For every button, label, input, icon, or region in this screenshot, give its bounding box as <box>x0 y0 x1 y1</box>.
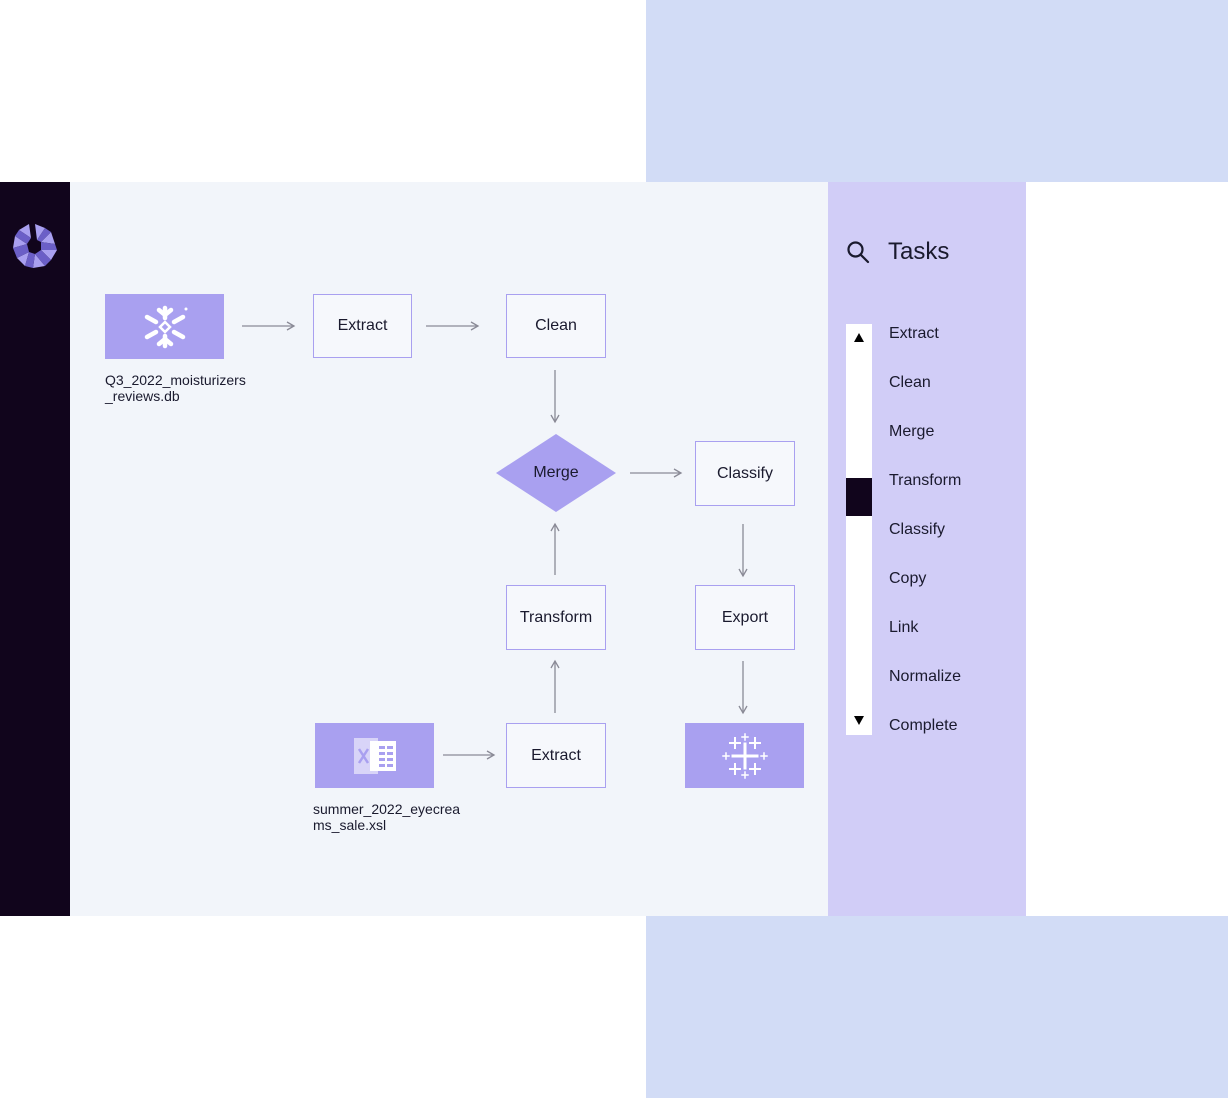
aperture-logo-icon[interactable] <box>11 222 59 270</box>
task-item-merge[interactable]: Merge <box>889 423 935 440</box>
task-item-copy[interactable]: Copy <box>889 570 927 587</box>
tasks-scrollbar[interactable] <box>846 324 872 735</box>
merge-node-label: Merge <box>533 464 579 481</box>
transform-node[interactable]: Transform <box>506 585 606 650</box>
scroll-down-button[interactable] <box>846 715 872 731</box>
tasks-header: Tasks <box>846 238 949 266</box>
workflow-canvas[interactable]: Q3_2022_moisturizers _reviews.db Extract… <box>70 182 828 916</box>
task-item-extract[interactable]: Extract <box>889 325 939 342</box>
extract-node-top[interactable]: Extract <box>313 294 412 358</box>
scroll-up-button[interactable] <box>846 332 872 348</box>
merge-node[interactable] <box>495 433 617 513</box>
tasks-title: Tasks <box>888 238 950 265</box>
search-icon[interactable] <box>846 240 870 264</box>
classify-node[interactable]: Classify <box>695 441 795 506</box>
snowflake-source[interactable] <box>105 294 224 359</box>
task-item-transform[interactable]: Transform <box>889 472 962 489</box>
triangle-up-icon <box>854 333 864 342</box>
tableau-icon <box>721 732 768 779</box>
clean-node[interactable]: Clean <box>506 294 606 358</box>
excel-source[interactable] <box>315 723 434 788</box>
db-file-label: Q3_2022_moisturizers _reviews.db <box>105 372 246 404</box>
export-node[interactable]: Export <box>695 585 795 650</box>
task-item-clean[interactable]: Clean <box>889 374 931 391</box>
xls-file-label: summer_2022_eyecrea ms_sale.xsl <box>313 801 461 833</box>
excel-icon <box>353 737 396 774</box>
snowflake-icon <box>144 305 187 348</box>
task-item-normalize[interactable]: Normalize <box>889 668 962 685</box>
app-window: Q3_2022_moisturizers _reviews.db Extract… <box>0 182 1026 916</box>
task-item-link[interactable]: Link <box>889 619 919 636</box>
task-item-classify[interactable]: Classify <box>889 521 946 538</box>
scroll-thumb[interactable] <box>846 478 872 516</box>
extract-node-bottom[interactable]: Extract <box>506 723 606 788</box>
tableau-destination[interactable] <box>685 723 804 788</box>
sidebar <box>0 182 70 916</box>
task-item-complete[interactable]: Complete <box>889 717 958 734</box>
triangle-down-icon <box>854 716 864 725</box>
decor-block-bottom <box>646 916 1228 1098</box>
tasks-panel: Tasks Extract Clean Merge Transform Clas… <box>828 182 1026 916</box>
decor-block-top <box>646 0 1228 182</box>
